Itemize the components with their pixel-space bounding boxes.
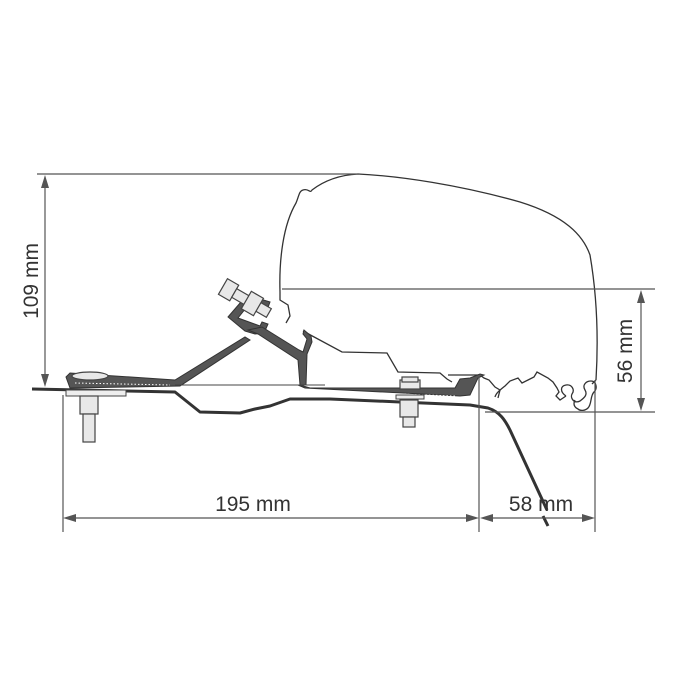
dimension-label-58mm: 58 mm: [509, 493, 573, 516]
right-bolt: [395, 376, 425, 428]
dimension-109mm: 109 mm: [20, 173, 360, 387]
dimension-56mm: 56 mm: [282, 288, 655, 413]
dimension-label-56mm: 56 mm: [614, 319, 637, 383]
dimension-58mm: 58 mm: [480, 380, 596, 532]
left-bolt: [65, 371, 127, 443]
dimension-label-109mm: 109 mm: [20, 243, 43, 319]
dimension-label-195mm: 195 mm: [215, 493, 291, 516]
dimension-195mm: 195 mm: [62, 375, 480, 532]
awning-housing: [279, 173, 598, 412]
adapter-profile: [65, 294, 486, 397]
clamp-bolt: [217, 277, 273, 319]
